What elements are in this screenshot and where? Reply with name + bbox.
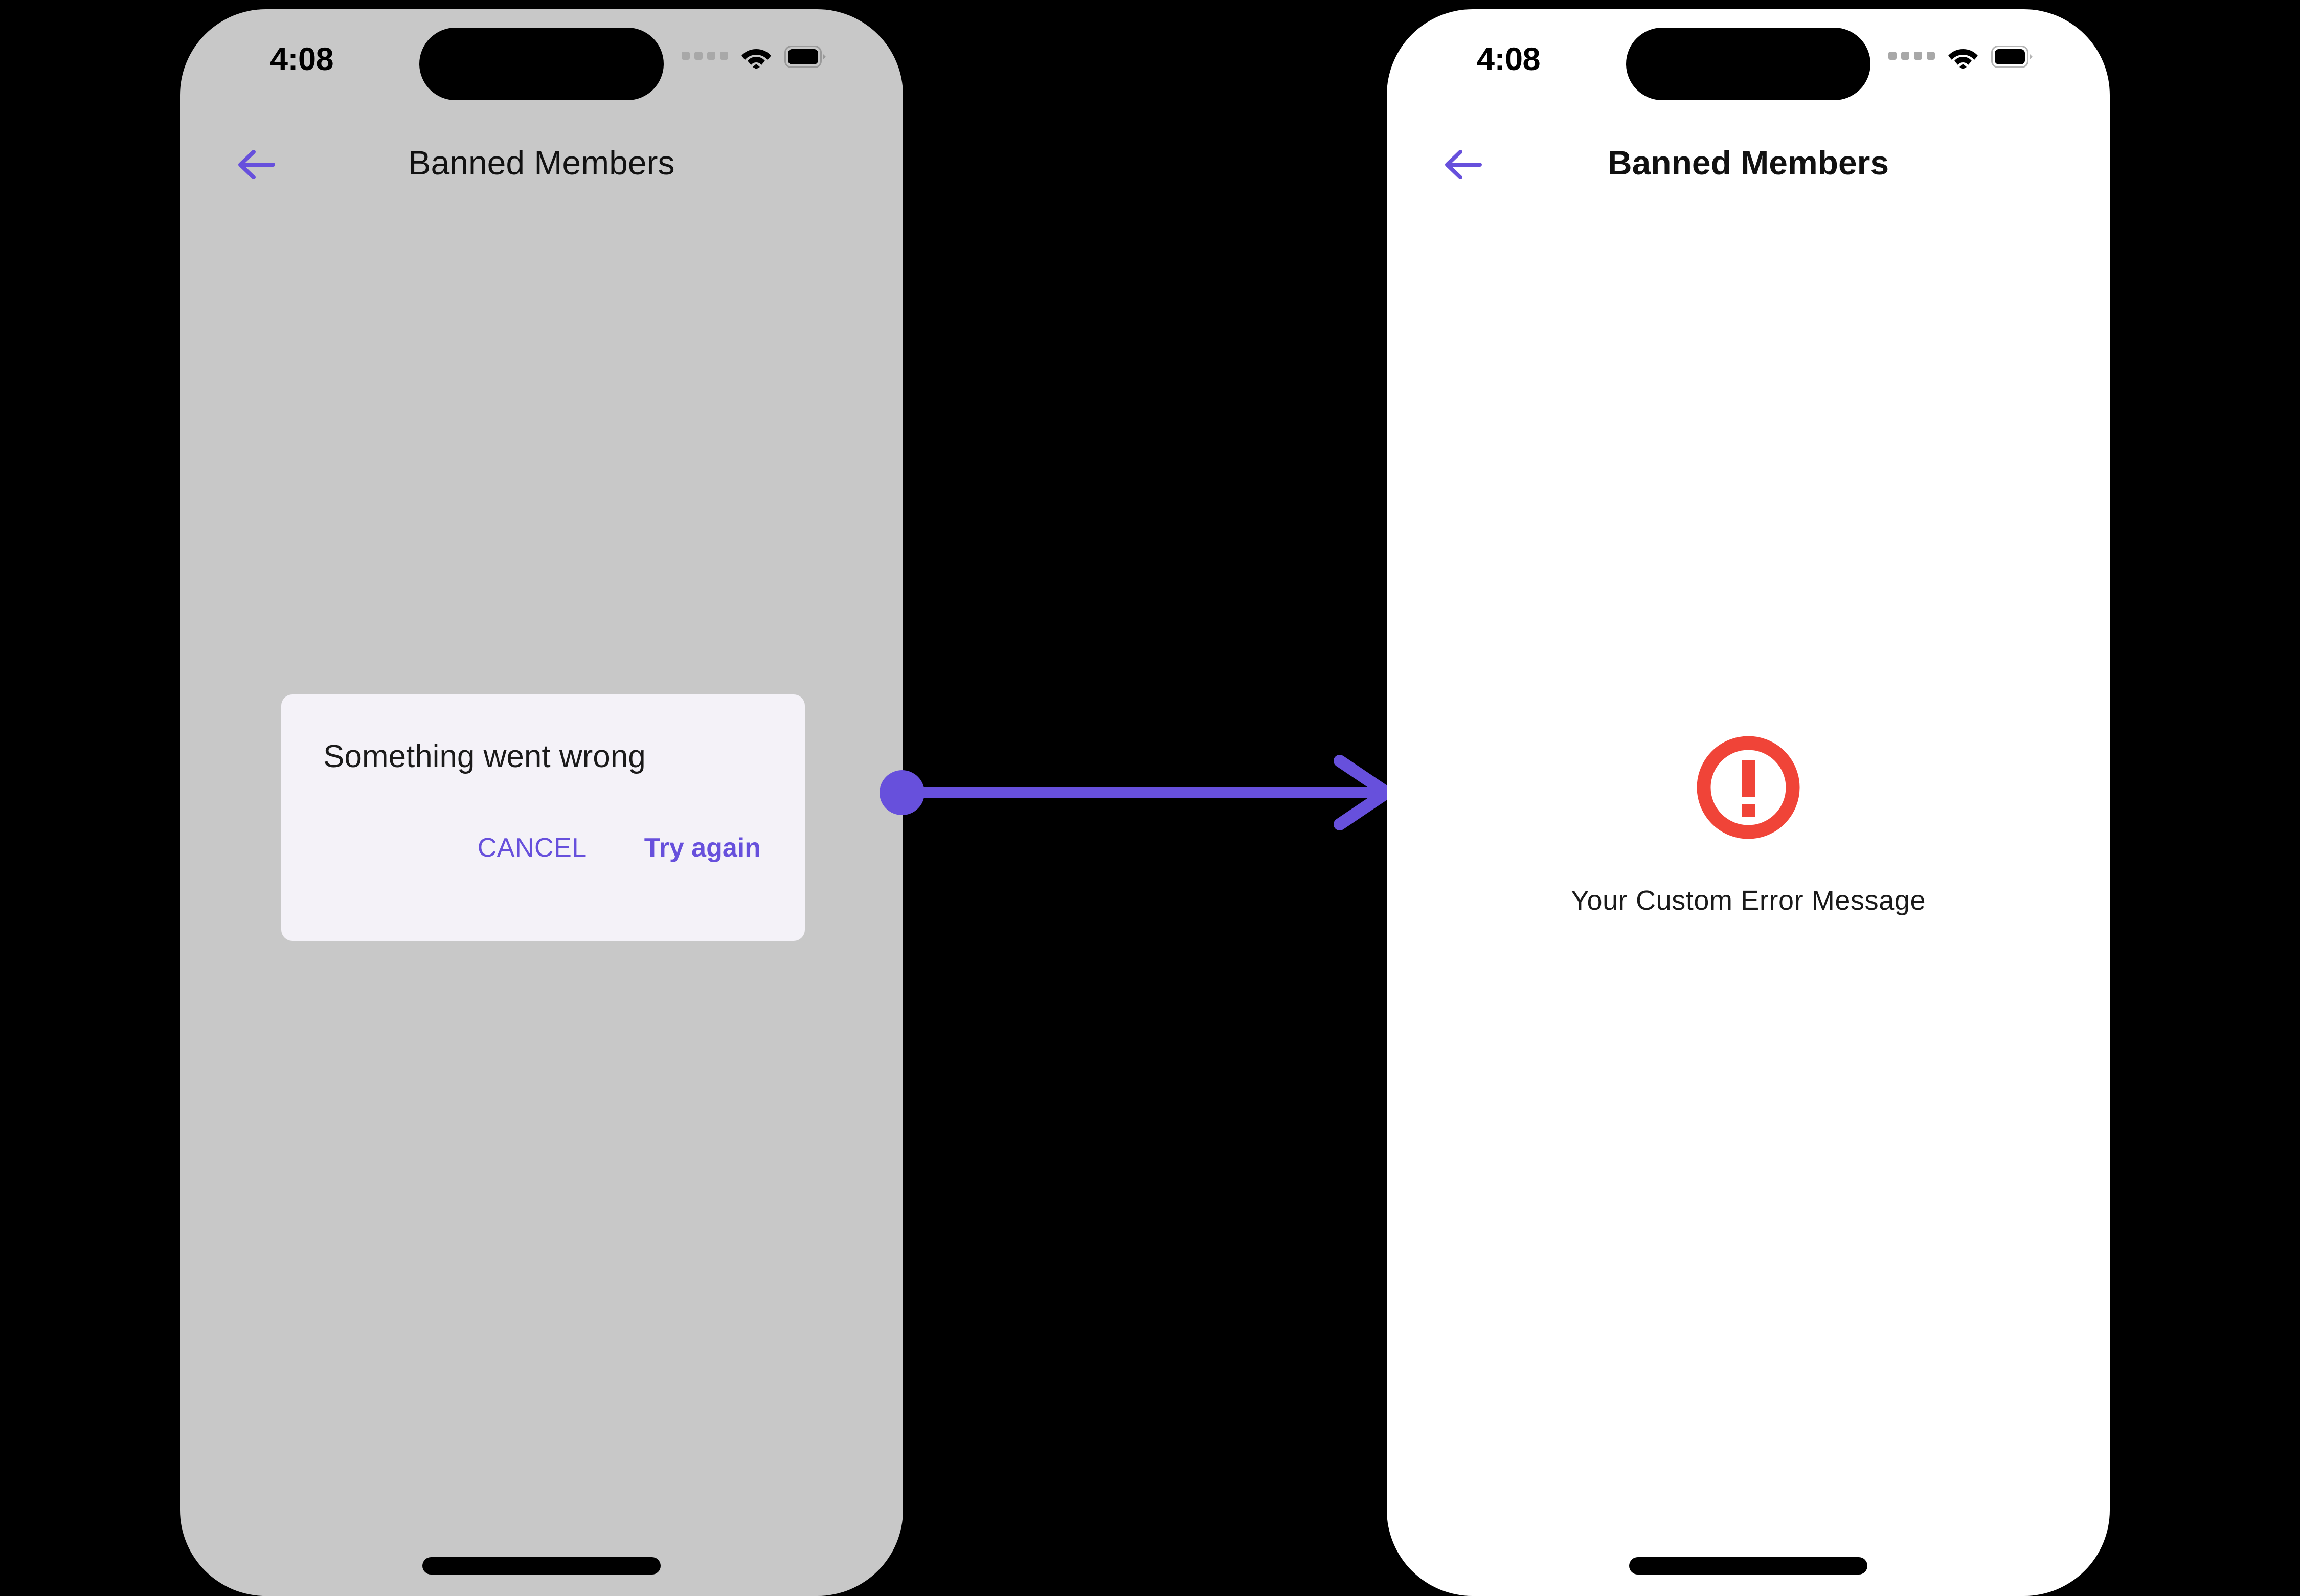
- wifi-icon: [740, 44, 772, 69]
- try-again-button[interactable]: Try again: [644, 833, 761, 863]
- dialog-action-row: CANCEL Try again: [478, 833, 761, 863]
- navigation-bar: Banned Members: [180, 132, 903, 198]
- status-indicators: [682, 41, 826, 73]
- page-title: Banned Members: [408, 144, 675, 182]
- error-dialog: Something went wrong CANCEL Try again: [281, 694, 805, 941]
- status-time: 4:08: [270, 41, 334, 77]
- error-message-text: Your Custom Error Message: [1570, 885, 1926, 916]
- signal-dots-icon: [682, 52, 728, 62]
- arrow-left-icon[interactable]: [1442, 146, 1483, 183]
- status-bar: 4:08: [1387, 9, 2110, 106]
- phone-mockup-error: 4:08: [1387, 9, 2110, 1596]
- home-indicator[interactable]: [1629, 1557, 1867, 1575]
- arrow-right-connector: [880, 752, 1411, 834]
- page-title: Banned Members: [1607, 144, 1889, 182]
- dynamic-island: [1626, 28, 1870, 100]
- cancel-button[interactable]: CANCEL: [477, 833, 587, 863]
- status-bar: 4:08: [180, 9, 903, 106]
- arrow-left-icon[interactable]: [235, 146, 276, 183]
- phone-mockup-dialog: 4:08: [180, 9, 903, 1596]
- signal-dots-icon: [1888, 52, 1935, 62]
- dynamic-island: [419, 28, 664, 100]
- battery-full-icon: [1991, 46, 2033, 68]
- battery-full-icon: [784, 46, 826, 68]
- status-indicators: [1888, 41, 2033, 73]
- home-indicator[interactable]: [422, 1557, 661, 1575]
- wifi-icon: [1947, 44, 1979, 69]
- error-empty-state: Your Custom Error Message: [1387, 735, 2110, 916]
- navigation-bar: Banned Members: [1387, 132, 2110, 198]
- dialog-title: Something went wrong: [323, 739, 646, 774]
- error-circle-exclamation-icon: [1696, 735, 1800, 840]
- status-time: 4:08: [1477, 41, 1541, 77]
